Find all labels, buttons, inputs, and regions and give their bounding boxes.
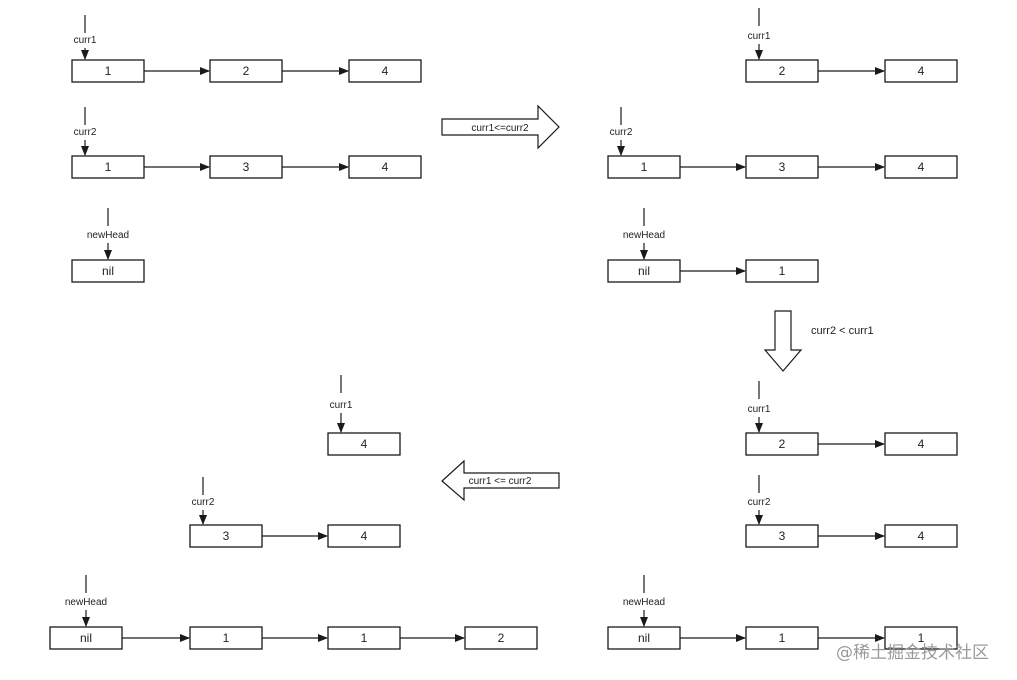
transition-label: curr2 < curr1 — [811, 325, 874, 337]
panel-step0: curr1 1 2 4 curr2 1 3 4 newHead nil — [71, 15, 422, 283]
transition-right: curr1<=curr2 — [441, 104, 560, 150]
list-node — [884, 59, 958, 83]
list-node — [348, 155, 422, 179]
list-curr2: curr2 3 4 — [189, 477, 401, 548]
pointer-label-curr1: curr1 — [748, 404, 771, 415]
list-node — [745, 259, 819, 283]
pointer-label-curr1: curr1 — [74, 35, 97, 46]
node-value: 3 — [243, 160, 250, 174]
pointer-label-curr1: curr1 — [748, 31, 771, 42]
node-value: nil — [638, 264, 650, 278]
panel-step2: curr1 2 4 curr2 3 4 newHead nil 1 1 — [607, 381, 958, 650]
list-newHead: newHead nil — [71, 208, 145, 283]
list-node — [327, 432, 401, 456]
node-value: 2 — [243, 64, 250, 78]
node-value: 1 — [105, 160, 112, 174]
list-curr2: curr2 1 3 4 — [607, 107, 958, 179]
list-node — [464, 626, 538, 650]
pointer-label-newHead: newHead — [65, 597, 107, 608]
list-curr1: curr1 2 4 — [745, 8, 958, 83]
node-value: 4 — [918, 160, 925, 174]
node-value: 4 — [918, 529, 925, 543]
pointer-label-newHead: newHead — [623, 597, 665, 608]
pointer-label-curr1: curr1 — [330, 400, 353, 411]
node-value: 1 — [918, 631, 925, 645]
node-value: 4 — [382, 160, 389, 174]
pointer-label-curr2: curr2 — [610, 127, 633, 138]
list-node — [348, 59, 422, 83]
transition-label: curr1 <= curr2 — [469, 476, 532, 487]
list-node — [884, 626, 958, 650]
list-node — [327, 524, 401, 548]
node-value: 1 — [105, 64, 112, 78]
list-curr1: curr1 1 2 4 — [71, 15, 422, 83]
pointer-label-newHead: newHead — [87, 230, 129, 241]
transition-down: curr2 < curr1 — [763, 310, 874, 372]
node-value: 3 — [779, 160, 786, 174]
node-value: 3 — [779, 529, 786, 543]
node-value: 1 — [641, 160, 648, 174]
node-value: 4 — [361, 437, 368, 451]
list-curr2: curr2 3 4 — [745, 475, 958, 548]
node-value: 2 — [779, 64, 786, 78]
node-value: 4 — [382, 64, 389, 78]
transition-label: curr1<=curr2 — [471, 123, 529, 134]
node-value: 3 — [223, 529, 230, 543]
list-curr1: curr1 4 — [327, 375, 401, 456]
node-value: 4 — [918, 64, 925, 78]
list-node — [71, 259, 145, 283]
pointer-label-curr2: curr2 — [748, 497, 771, 508]
list-curr1: curr1 2 4 — [745, 381, 958, 456]
node-value: 1 — [779, 264, 786, 278]
transition-arrow-left — [441, 459, 560, 502]
panel-step3: curr1 4 curr2 3 4 newHead nil 1 1 2 — [49, 375, 538, 650]
pointer-label-curr2: curr2 — [74, 127, 97, 138]
node-value: nil — [80, 631, 92, 645]
node-value: 1 — [361, 631, 368, 645]
panel-step1: curr1 2 4 curr2 1 3 4 newHead nil 1 — [607, 8, 958, 283]
list-node — [884, 155, 958, 179]
node-value: 4 — [918, 437, 925, 451]
node-value: nil — [102, 264, 114, 278]
pointer-label-curr2: curr2 — [192, 497, 215, 508]
transition-arrow-down — [763, 310, 803, 372]
transition-left: curr1 <= curr2 — [441, 459, 560, 502]
list-newHead: newHead nil 1 1 — [607, 575, 958, 650]
list-newHead: newHead nil 1 1 2 — [49, 575, 538, 650]
list-newHead: newHead nil 1 — [607, 208, 819, 283]
node-value: 1 — [223, 631, 230, 645]
transition-arrow-right — [441, 104, 560, 150]
node-value: 4 — [361, 529, 368, 543]
pointer-label-newHead: newHead — [623, 230, 665, 241]
list-node — [884, 524, 958, 548]
list-curr2: curr2 1 3 4 — [71, 107, 422, 179]
node-value: 2 — [498, 631, 505, 645]
list-node — [884, 432, 958, 456]
node-value: nil — [638, 631, 650, 645]
watermark-text: @稀土掘金技术社区 — [836, 643, 989, 663]
node-value: 1 — [779, 631, 786, 645]
node-value: 2 — [779, 437, 786, 451]
